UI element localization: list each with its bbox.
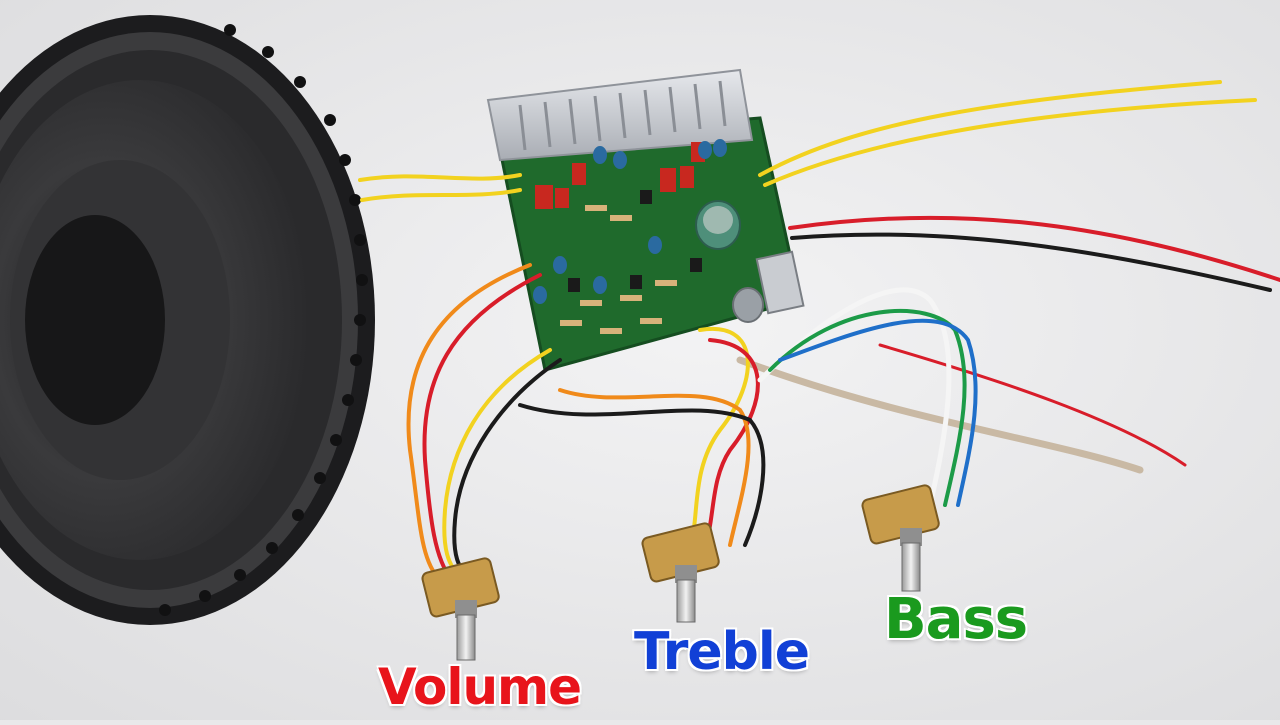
- wires: [358, 80, 1280, 582]
- treble-label: Treble: [634, 622, 810, 682]
- bass-label: Bass: [884, 587, 1028, 652]
- amplifier-board: [486, 68, 805, 372]
- treble-potentiometer: [641, 522, 720, 623]
- volume-potentiometer: [421, 557, 500, 661]
- volume-label: Volume: [378, 658, 582, 716]
- bass-potentiometer: [861, 484, 940, 592]
- speaker: [0, 15, 375, 625]
